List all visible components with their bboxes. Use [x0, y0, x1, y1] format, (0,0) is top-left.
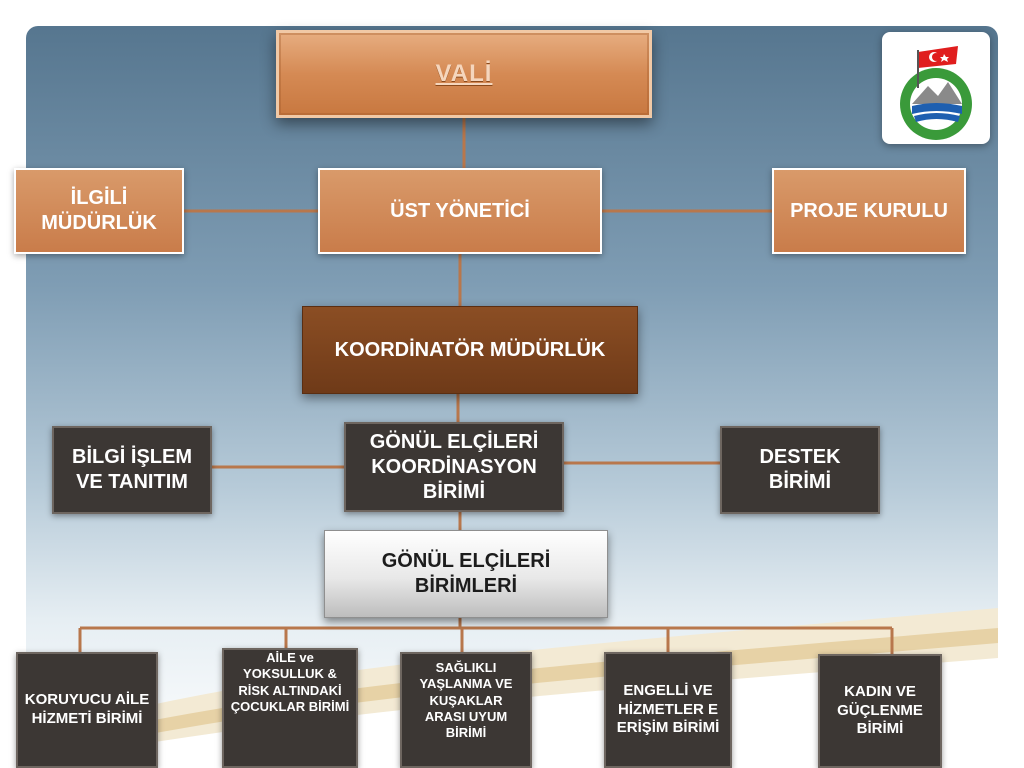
proje-kurulu-box: PROJE KURULU — [772, 168, 966, 254]
ust-yonetici-box: ÜST YÖNETİCİ — [318, 168, 602, 254]
ust-yonetici-label: ÜST YÖNETİCİ — [390, 199, 530, 222]
bilgi-islem-box: BİLGİ İŞLEM VE TANITIM — [52, 426, 212, 514]
unit-engelli-label: ENGELLİ VE HİZMETLER E ERİŞİM BİRİMİ — [616, 681, 720, 737]
unit-aile-yoksulluk-label: AİLE ve YOKSULLUK & RİSK ALTINDAKİ ÇOCUK… — [230, 650, 350, 714]
bilgi-islem-label: BİLGİ İŞLEM VE TANITIM — [72, 446, 192, 493]
gonul-elcileri-birimleri-box: GÖNÜL ELÇİLERİ BİRİMLERİ — [324, 530, 608, 618]
koordinator-mudurluk-label: KOORDİNATÖR MÜDÜRLÜK — [334, 338, 606, 361]
unit-kadin: KADIN VE GÜÇLENME BİRİMİ — [818, 654, 942, 768]
rize-valiligi-logo — [882, 32, 990, 144]
unit-koruyucu-aile-label: KORUYUCU AİLE HİZMETİ BİRİMİ — [24, 691, 150, 727]
destek-birimi-box: DESTEK BİRİMİ — [720, 426, 880, 514]
unit-koruyucu-aile: KORUYUCU AİLE HİZMETİ BİRİMİ — [16, 652, 158, 768]
unit-kadin-label: KADIN VE GÜÇLENME BİRİMİ — [837, 682, 923, 738]
ilgili-mudurluk-box: İLGİLİ MÜDÜRLÜK — [14, 168, 184, 254]
vali-box: VALİ — [276, 30, 652, 118]
unit-saglikli-yaslanma-label: SAĞLIKLI YAŞLANMA VE KUŞAKLAR ARASI UYUM… — [419, 660, 513, 740]
koordinasyon-birimi-label: GÖNÜL ELÇİLERİ KOORDİNASYON BİRİMİ — [369, 430, 539, 503]
unit-engelli: ENGELLİ VE HİZMETLER E ERİŞİM BİRİMİ — [604, 652, 732, 768]
proje-kurulu-label: PROJE KURULU — [790, 199, 948, 222]
ilgili-mudurluk-label: İLGİLİ MÜDÜRLÜK — [41, 187, 157, 234]
koordinator-mudurluk-box: KOORDİNATÖR MÜDÜRLÜK — [302, 306, 638, 394]
unit-saglikli-yaslanma: SAĞLIKLI YAŞLANMA VE KUŞAKLAR ARASI UYUM… — [400, 652, 532, 768]
unit-aile-yoksulluk: AİLE ve YOKSULLUK & RİSK ALTINDAKİ ÇOCUK… — [222, 648, 358, 768]
koordinasyon-birimi-box: GÖNÜL ELÇİLERİ KOORDİNASYON BİRİMİ — [344, 422, 564, 512]
destek-birimi-label: DESTEK BİRİMİ — [759, 446, 841, 493]
gonul-elcileri-birimleri-label: GÖNÜL ELÇİLERİ BİRİMLERİ — [381, 550, 551, 597]
vali-label: VALİ — [435, 60, 493, 87]
